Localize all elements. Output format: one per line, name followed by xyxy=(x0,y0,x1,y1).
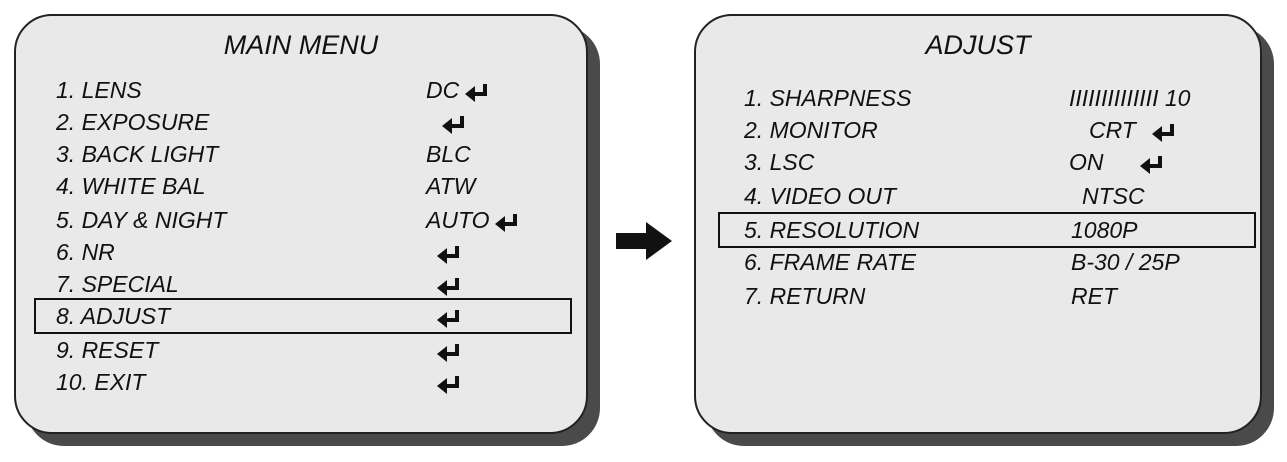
menu-item-exit[interactable]: 10. EXIT xyxy=(56,366,556,398)
menu-item-white-bal[interactable]: 4. WHITE BAL ATW xyxy=(56,170,556,202)
menu-item-label: 7. RETURN xyxy=(744,283,866,309)
menu-item-value: RET xyxy=(1071,283,1117,309)
menu-item-return[interactable]: 7. RETURN RET xyxy=(744,280,1244,312)
menu-item-label: 5. RESOLUTION xyxy=(744,217,920,243)
menu-item-value: IIIIIIIIIIIIII 10 xyxy=(1069,85,1191,111)
menu-item-nr[interactable]: 6. NR xyxy=(56,236,556,268)
menu-item-value xyxy=(431,236,463,268)
panel-body: MAIN MENU 1. LENS DC 2. EXPOSURE 3. BACK… xyxy=(14,14,588,434)
menu-item-special[interactable]: 7. SPECIAL xyxy=(56,268,556,300)
menu-item-value xyxy=(431,300,463,332)
menu-item-lsc[interactable]: 3. LSC ON xyxy=(744,146,1244,178)
menu-item-label: 6. NR xyxy=(56,239,115,265)
menu-item-day-night[interactable]: 5. DAY & NIGHT AUTO xyxy=(56,204,556,236)
menu-item-lens[interactable]: 1. LENS DC xyxy=(56,74,556,106)
menu-item-back-light[interactable]: 3. BACK LIGHT BLC xyxy=(56,138,556,170)
menu-item-label: 7. SPECIAL xyxy=(56,271,179,297)
menu-item-label: 6. FRAME RATE xyxy=(744,249,917,275)
selection-highlight xyxy=(34,298,572,334)
menu-item-label: 1. SHARPNESS xyxy=(744,85,912,111)
menu-item-label: 2. EXPOSURE xyxy=(56,109,210,135)
menu-item-value xyxy=(431,268,463,300)
menu-item-label: 3. BACK LIGHT xyxy=(56,141,219,167)
menu-item-value: B-30 / 25P xyxy=(1071,249,1180,275)
enter-return-icon xyxy=(435,308,463,328)
menu-item-label: 3. LSC xyxy=(744,149,815,175)
menu-item-label: 2. MONITOR xyxy=(744,117,878,143)
menu-item-value xyxy=(431,334,463,366)
menu-item-video-out[interactable]: 4. VIDEO OUT NTSC xyxy=(744,180,1244,212)
menu-item-exposure[interactable]: 2. EXPOSURE xyxy=(56,106,556,138)
panel-body: ADJUST 1. SHARPNESS IIIIIIIIIIIIII 10 2.… xyxy=(694,14,1262,434)
menu-item-label: 1. LENS xyxy=(56,77,142,103)
menu-item-reset[interactable]: 9. RESET xyxy=(56,334,556,366)
selection-highlight xyxy=(718,212,1256,248)
menu-item-value: BLC xyxy=(426,141,471,167)
enter-return-icon xyxy=(435,276,463,296)
menu-item-value: AUTO xyxy=(426,204,521,236)
menu-item-resolution[interactable]: 5. RESOLUTION 1080P xyxy=(744,214,1244,246)
enter-return-icon xyxy=(435,342,463,362)
menu-item-label: 9. RESET xyxy=(56,337,159,363)
enter-return-icon xyxy=(493,212,521,232)
menu-item-frame-rate[interactable]: 6. FRAME RATE B-30 / 25P xyxy=(744,246,1244,278)
menu-item-monitor[interactable]: 2. MONITOR CRT xyxy=(744,114,1244,146)
enter-return-icon xyxy=(435,244,463,264)
enter-return-icon xyxy=(440,114,468,134)
main-menu-title: MAIN MENU xyxy=(223,30,379,60)
right-arrow-icon xyxy=(616,222,672,265)
menu-item-label: 10. EXIT xyxy=(56,369,146,395)
menu-item-value: NTSC xyxy=(1082,183,1145,209)
menu-item-value: CRT xyxy=(1089,114,1178,146)
menu-item-label: 5. DAY & NIGHT xyxy=(56,207,227,233)
menu-item-label: 4. WHITE BAL xyxy=(56,173,206,199)
adjust-menu-title: ADJUST xyxy=(925,30,1031,60)
menu-item-value xyxy=(431,366,463,398)
menu-item-value: DC xyxy=(426,74,491,106)
menu-item-label: 4. VIDEO OUT xyxy=(744,183,897,209)
menu-item-sharpness[interactable]: 1. SHARPNESS IIIIIIIIIIIIII 10 xyxy=(744,82,1244,114)
menu-item-value: 1080P xyxy=(1071,217,1138,243)
menu-item-value: ON xyxy=(1069,146,1166,178)
enter-return-icon xyxy=(1138,154,1166,174)
menu-item-value xyxy=(436,106,468,138)
main-menu-panel: MAIN MENU 1. LENS DC 2. EXPOSURE 3. BACK… xyxy=(14,14,600,446)
menu-item-adjust[interactable]: 8. ADJUST xyxy=(56,300,556,332)
enter-return-icon xyxy=(1150,122,1178,142)
adjust-menu-panel: ADJUST 1. SHARPNESS IIIIIIIIIIIIII 10 2.… xyxy=(694,14,1274,446)
enter-return-icon xyxy=(435,374,463,394)
menu-item-label: 8. ADJUST xyxy=(56,303,171,329)
enter-return-icon xyxy=(463,82,491,102)
menu-item-value: ATW xyxy=(426,173,476,199)
